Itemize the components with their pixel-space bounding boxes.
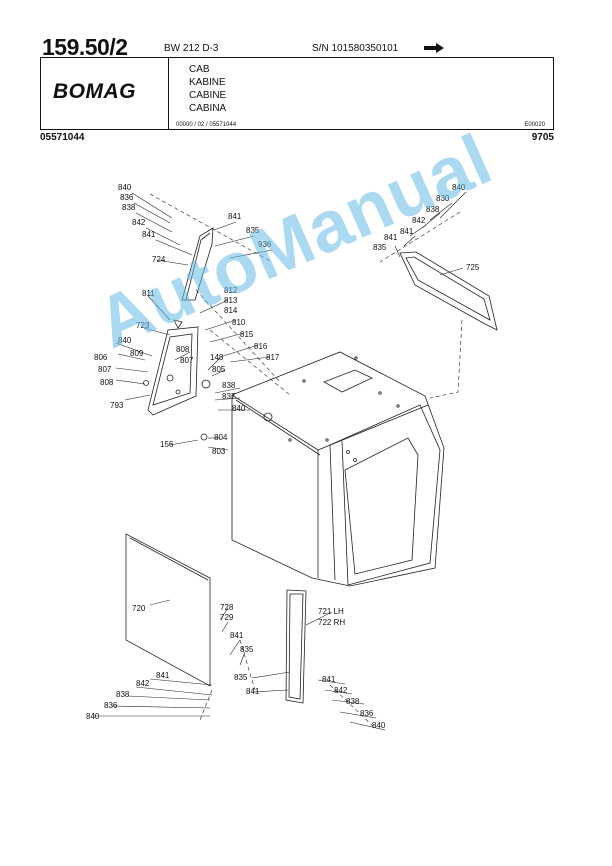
callout: 835 — [246, 226, 260, 235]
callout: 840 — [372, 721, 386, 730]
callout: 805 — [212, 365, 226, 374]
callout: 725 — [466, 263, 480, 272]
callout: 724 — [152, 255, 166, 264]
document-code: E00020 — [524, 122, 545, 128]
door-723 — [147, 326, 199, 416]
callout: 840 — [118, 336, 132, 345]
callout: 720 — [132, 604, 146, 613]
serial-number: S/N 101580350101 — [312, 43, 399, 54]
callout: 836 — [120, 193, 134, 202]
callout: 840 — [232, 404, 246, 413]
front-window-720 — [125, 533, 211, 687]
callout: 838 — [122, 203, 136, 212]
callout: 842 — [136, 679, 150, 688]
callout: 836 — [104, 701, 118, 710]
callout: 810 — [232, 318, 246, 327]
document-reference: 00000 / 02 / 05571044 — [176, 122, 237, 128]
title-en: CAB — [189, 64, 210, 75]
callout: 842 — [412, 216, 426, 225]
callout: 936 — [258, 240, 272, 249]
callout: 808 — [100, 378, 114, 387]
side-window-721 — [285, 589, 307, 704]
callout: 808 — [176, 345, 190, 354]
callout: 841 — [322, 675, 336, 684]
callout: 830 — [436, 194, 450, 203]
callout: 841 — [230, 631, 244, 640]
callout: 841 — [384, 233, 398, 242]
callout: 728 — [220, 603, 234, 612]
callout: 840 — [118, 183, 132, 192]
callout: 840 — [86, 712, 100, 721]
callout: 842 — [132, 218, 146, 227]
callout: 835 — [234, 673, 248, 682]
rear-window-724 — [181, 227, 214, 301]
callout: 806 — [94, 353, 108, 362]
callout: 816 — [254, 342, 268, 351]
callout: 840 — [452, 183, 466, 192]
callout: 836 — [360, 709, 374, 718]
title-fr: CABINE — [189, 90, 227, 101]
callout: 814 — [224, 306, 238, 315]
callout: 841 — [142, 230, 156, 239]
callout: 811 — [142, 289, 155, 298]
callout: 838 — [426, 205, 440, 214]
callout: 148 — [210, 353, 224, 362]
callout: 804 — [214, 433, 228, 442]
page-number: 159.50/2 — [42, 34, 128, 60]
part-number: 05571044 — [40, 132, 85, 143]
window-725 — [399, 251, 498, 331]
callout: 835 — [240, 645, 254, 654]
brand-logo: BOMAG — [53, 80, 136, 103]
callout: 815 — [240, 330, 254, 339]
callout: 723 — [136, 321, 150, 330]
callout: 793 — [110, 401, 124, 410]
callout: 838 — [116, 690, 130, 699]
date-code: 9705 — [531, 132, 554, 143]
cab-body — [231, 351, 445, 587]
callout: 809 — [130, 349, 144, 358]
title-de: KABINE — [189, 77, 226, 88]
callout: 841 — [156, 671, 170, 680]
title-es: CABINA — [189, 103, 227, 114]
logo-cell: BOMAG — [41, 58, 169, 129]
callout: 841 — [246, 687, 260, 696]
callout: 729 — [220, 613, 234, 622]
callout: 813 — [224, 296, 238, 305]
arrow-right-icon — [424, 43, 444, 53]
callout: 721 LH — [318, 607, 344, 616]
callout: 838 — [346, 697, 360, 706]
callout: 803 — [212, 447, 226, 456]
model-label: BW 212 D-3 — [164, 43, 219, 54]
callout: 817 — [266, 353, 280, 362]
callout: 807 — [180, 356, 194, 365]
title-block: BOMAG CAB KABINE CABINE CABINA 00000 / 0… — [40, 57, 554, 130]
callout: 835 — [373, 243, 387, 252]
callout: 838 — [222, 381, 236, 390]
callout: 156 — [160, 440, 174, 449]
callout: 807 — [98, 365, 112, 374]
callout: 812 — [224, 286, 238, 295]
callout: 837 — [222, 392, 236, 401]
callout: 841 — [228, 212, 242, 221]
callout: 841 — [400, 227, 414, 236]
exploded-parts-diagram: 840 836 838 842 841 841 835 936 724 840 … — [86, 183, 498, 731]
callout: 842 — [334, 686, 348, 695]
callout: 722 RH — [318, 618, 345, 627]
